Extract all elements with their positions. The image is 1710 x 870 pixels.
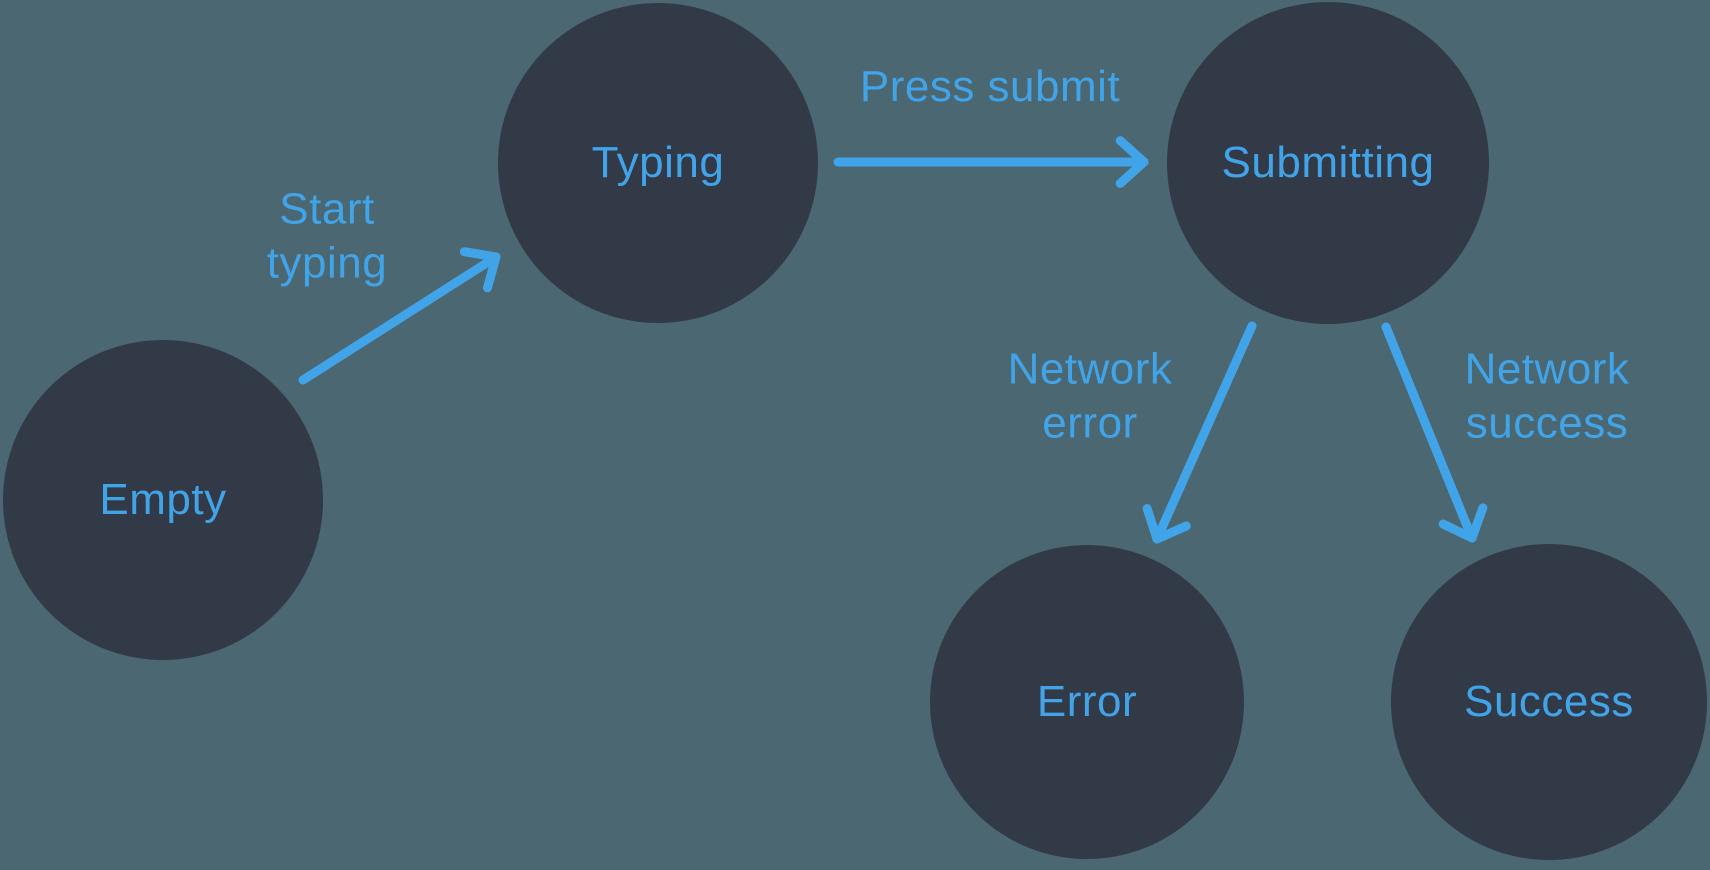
arrow-shaft xyxy=(298,252,501,385)
state-node-empty: Empty xyxy=(3,340,323,660)
state-node-label-typing: Typing xyxy=(591,138,725,187)
arrowhead-wing xyxy=(1115,157,1149,188)
transition-label-line: Network xyxy=(1007,344,1173,394)
arrowhead-wing xyxy=(1115,136,1149,167)
arrow-shaft xyxy=(1152,321,1257,544)
arrowhead-wing xyxy=(1142,504,1162,544)
transition-label-press-submit: Press submit xyxy=(860,60,1120,114)
state-node-error: Error xyxy=(930,545,1244,859)
transition-arrow-network-error xyxy=(1142,321,1257,544)
transition-label-line: Press submit xyxy=(859,62,1121,112)
arrow-shaft xyxy=(1381,322,1477,543)
transition-arrow-network-success xyxy=(1381,322,1488,543)
arrowhead-wing xyxy=(482,252,501,293)
transition-label-line: Network xyxy=(1464,344,1630,394)
transition-label-line: success xyxy=(1465,398,1629,447)
arrowhead-wing xyxy=(1152,521,1191,544)
state-node-label-error: Error xyxy=(1036,677,1138,726)
state-node-typing: Typing xyxy=(498,3,818,323)
state-node-label-submitting: Submitting xyxy=(1221,138,1435,187)
transition-label-line: error xyxy=(1042,398,1138,447)
state-node-submitting: Submitting xyxy=(1167,2,1489,324)
state-node-success: Success xyxy=(1391,544,1707,860)
transition-arrow-start-typing xyxy=(298,247,501,385)
arrowhead-wing xyxy=(1467,503,1488,543)
state-node-label-success: Success xyxy=(1464,677,1634,726)
state-node-label-empty: Empty xyxy=(99,475,227,524)
transition-label-line: typing xyxy=(266,238,388,287)
transition-label-line: Start xyxy=(279,184,375,234)
arrowhead-wing xyxy=(459,247,501,262)
transition-arrow-press-submit xyxy=(833,136,1149,188)
arrowhead-wing xyxy=(1438,519,1477,543)
